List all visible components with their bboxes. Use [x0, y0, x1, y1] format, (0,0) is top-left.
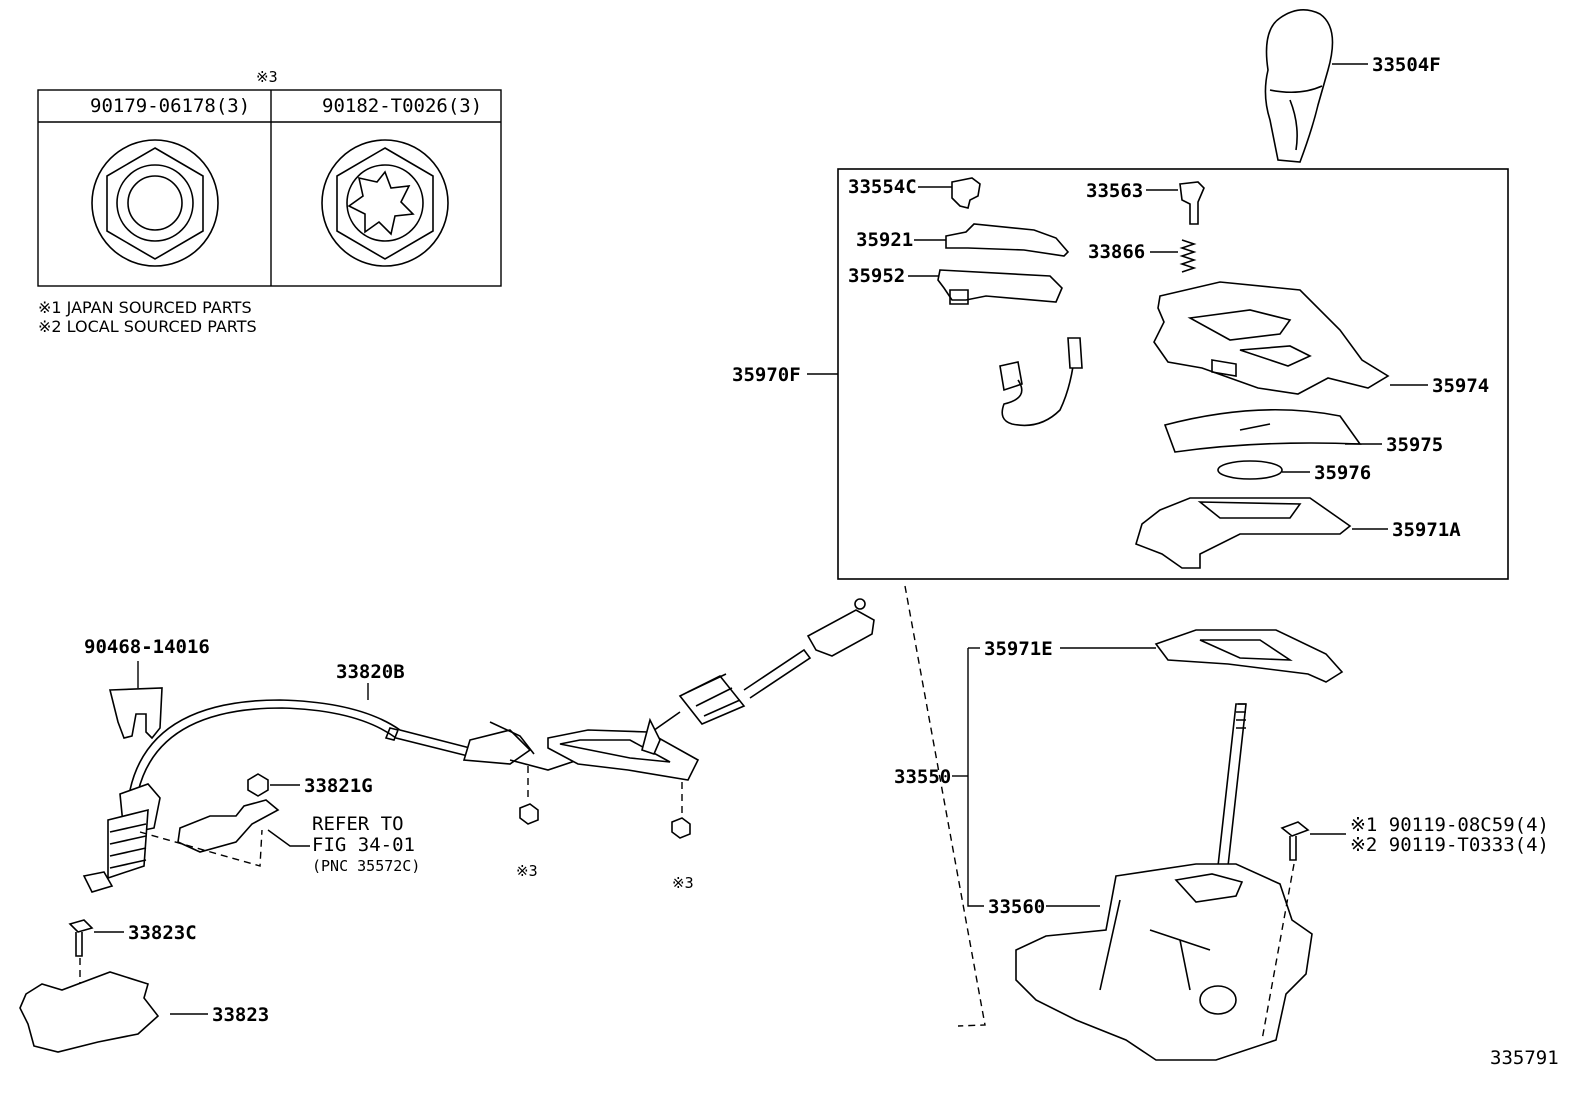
- bracket-33823: [19, 971, 160, 1053]
- label-33554C: 33554C: [848, 176, 917, 198]
- clip-33554C: [951, 177, 981, 209]
- label-33866: 33866: [1088, 241, 1145, 263]
- label-35952: 35952: [848, 265, 905, 287]
- wire-harness: [999, 337, 1083, 427]
- leader-dashed-box: [904, 585, 986, 1027]
- label-mark3-left: ※3: [516, 862, 538, 880]
- label-35974: 35974: [1432, 375, 1489, 397]
- gate-housing-35974: [1153, 281, 1390, 395]
- label-35921: 35921: [856, 229, 913, 251]
- bolt-90119: [1261, 821, 1310, 1041]
- shifter-base-33560: [1015, 703, 1313, 1061]
- label-33550: 33550: [894, 766, 951, 788]
- label-33823: 33823: [212, 1004, 269, 1026]
- fastener-table: ※3 90179-06178(3) 90182-T0026(3): [37, 68, 502, 287]
- table-header-mark: ※3: [256, 68, 278, 86]
- refer-line3: (PNC 35572C): [312, 857, 420, 875]
- nut-icon: [519, 766, 539, 825]
- nut-icon: [671, 782, 691, 839]
- shift-cable-33820B: [82, 598, 875, 893]
- pin-33563: [1179, 181, 1205, 225]
- label-35975: 35975: [1386, 434, 1443, 456]
- label-33823C: 33823C: [128, 922, 197, 944]
- lock-nut-icon: [321, 139, 449, 267]
- label-35971E: 35971E: [984, 638, 1053, 660]
- note-local-sourced: ※2 LOCAL SOURCED PARTS: [38, 317, 257, 336]
- refer-line1: REFER TO: [312, 813, 404, 835]
- nut-33821G: [247, 773, 269, 797]
- label-33563: 33563: [1086, 180, 1143, 202]
- label-33820B: 33820B: [336, 661, 405, 683]
- plate-35952: [937, 269, 1063, 303]
- table-col2-partno: 90182-T0026(3): [322, 95, 482, 117]
- spring-33866: [1179, 239, 1197, 273]
- console-cover-35971A: [1135, 497, 1352, 569]
- label-33504F: 33504F: [1372, 54, 1441, 76]
- label-35976: 35976: [1314, 462, 1371, 484]
- cable-clip-90468: [108, 687, 163, 740]
- label-bolt-japan: ※1 90119-08C59(4): [1350, 814, 1549, 836]
- label-mark3-right: ※3: [672, 874, 694, 892]
- note-japan-sourced: ※1 JAPAN SOURCED PARTS: [38, 298, 252, 317]
- label-33560: 33560: [988, 896, 1045, 918]
- refer-line2: FIG 34-01: [312, 834, 415, 856]
- figure-id: 335791: [1490, 1047, 1559, 1069]
- shift-knob: 33504F: [1264, 9, 1441, 163]
- hex-nut-icon: [91, 139, 219, 267]
- label-bolt-local: ※2 90119-T0333(4): [1350, 834, 1549, 856]
- bezel-35971E: [1154, 629, 1344, 683]
- lens-35976: [1217, 460, 1283, 480]
- label-33821G: 33821G: [304, 775, 373, 797]
- label-35970F: 35970F: [732, 364, 801, 386]
- label-90468-14016: 90468-14016: [84, 636, 210, 658]
- lever-35921: [945, 223, 1070, 257]
- indicator-plate-35975: [1163, 409, 1362, 453]
- table-col1-partno: 90179-06178(3): [90, 95, 250, 117]
- bracket-referenced: [177, 799, 280, 853]
- label-35971A: 35971A: [1392, 519, 1461, 541]
